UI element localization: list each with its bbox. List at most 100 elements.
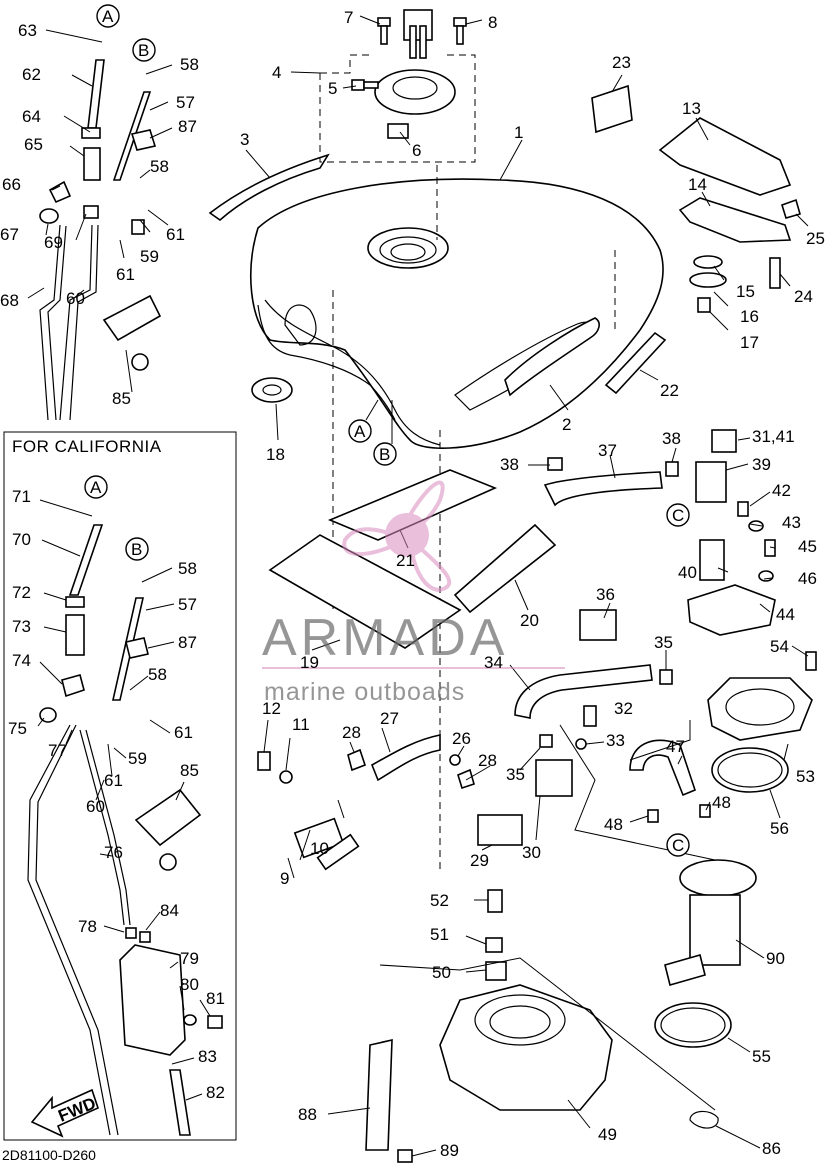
callout-50: 50	[432, 963, 451, 982]
mount-bolt	[697, 297, 711, 313]
callout-83: 83	[198, 1047, 217, 1066]
callout-33: 33	[606, 731, 625, 750]
fwd-label: FWD	[56, 1094, 99, 1126]
callout-52: 52	[430, 891, 449, 910]
callout-40: 40	[678, 563, 697, 582]
tank-strip	[604, 331, 667, 395]
callout-2: 2	[562, 415, 571, 434]
callout-58-inset-a: 58	[178, 559, 197, 578]
callout-23: 23	[612, 53, 631, 72]
watermark-subtitle: marine outboads	[264, 678, 465, 706]
flange-bolt	[805, 651, 817, 671]
callout-38b: 38	[662, 429, 681, 448]
mount-nut	[781, 198, 801, 219]
callout-61-inset-a: 61	[174, 723, 193, 742]
tank-tray	[365, 889, 613, 1163]
svg-text:A: A	[354, 422, 366, 441]
diagram-code: 2D81100-D260	[2, 1147, 96, 1163]
callout-88: 88	[298, 1105, 317, 1124]
california-vent-system	[27, 475, 223, 1136]
hose-clip-38a	[547, 457, 563, 471]
circle-ref-letters: A B A B A B C C	[90, 7, 684, 855]
callout-1: 1	[514, 123, 523, 142]
fuel-hose-34	[514, 664, 653, 719]
callout-87-inset: 87	[178, 633, 197, 652]
callout-70: 70	[12, 530, 31, 549]
callout-26: 26	[452, 729, 471, 748]
callout-72: 72	[12, 583, 31, 602]
callout-24: 24	[794, 287, 813, 306]
callout-28a: 28	[342, 723, 361, 742]
breather-hose-47	[629, 739, 696, 797]
ref-circle-b-tank	[373, 442, 397, 466]
callout-78: 78	[78, 917, 97, 936]
callout-58: 58	[180, 55, 199, 74]
ref-circle-a-inset	[84, 475, 108, 499]
callout-75: 75	[8, 719, 27, 738]
callout-69: 69	[44, 233, 63, 252]
cap-assembly-box	[319, 54, 476, 163]
callout-30: 30	[522, 843, 541, 862]
pump-module	[664, 859, 757, 986]
callout-7: 7	[344, 8, 353, 27]
flange-gasket-56	[711, 747, 789, 793]
callout-42: 42	[772, 481, 791, 500]
callout-32: 32	[614, 699, 633, 718]
tank-pad-side	[453, 523, 557, 614]
callout-89: 89	[440, 1141, 459, 1160]
callout-16: 16	[740, 307, 759, 326]
ref-circle-b-top	[132, 38, 156, 62]
callout-35b: 35	[506, 765, 525, 784]
callout-53: 53	[796, 767, 815, 786]
callout-55: 55	[752, 1047, 771, 1066]
california-inset-title: FOR CALIFORNIA	[12, 437, 162, 456]
callout-48a: 48	[604, 815, 623, 834]
callout-13: 13	[682, 99, 701, 118]
callout-29: 29	[470, 851, 489, 870]
watermark-title: ARMADA	[262, 609, 508, 667]
callout-82: 82	[206, 1083, 225, 1102]
gasket-55	[654, 1002, 732, 1048]
callout-6: 6	[412, 141, 421, 160]
svg-text:A: A	[102, 7, 114, 26]
ref-circle-a-top	[96, 4, 120, 28]
california-inset-frame	[3, 431, 237, 1141]
svg-text:C: C	[672, 836, 684, 855]
callout-73: 73	[12, 617, 31, 636]
callout-20: 20	[520, 611, 539, 630]
damper-washer	[689, 272, 727, 288]
callout-47: 47	[666, 737, 685, 756]
callout-5: 5	[328, 79, 337, 98]
callout-21: 21	[396, 551, 415, 570]
callout-22: 22	[660, 381, 679, 400]
callout-34: 34	[484, 653, 503, 672]
callout-61a: 61	[166, 225, 185, 244]
hose-clip-48a	[647, 809, 659, 823]
fuel-cap	[374, 9, 456, 139]
fuel-tank	[250, 178, 664, 449]
hose-clip-38b	[665, 461, 679, 477]
tank-bracket	[678, 197, 792, 243]
svg-text:C: C	[672, 506, 684, 525]
callout-9: 9	[280, 869, 289, 888]
callout-45: 45	[798, 537, 817, 556]
rubber-damper	[251, 377, 293, 403]
fuel-pump	[687, 429, 776, 636]
callout-25: 25	[806, 229, 825, 248]
callout-58b: 58	[150, 157, 169, 176]
callout-57-inset: 57	[178, 595, 197, 614]
callout-15: 15	[736, 282, 755, 301]
callout-27: 27	[380, 709, 399, 728]
callout-8: 8	[488, 13, 497, 32]
fuel-valve	[449, 705, 597, 846]
callout-46: 46	[798, 569, 817, 588]
callout-90: 90	[766, 949, 785, 968]
callout-17: 17	[740, 333, 759, 352]
callout-35a: 35	[654, 633, 673, 652]
mount-stud	[769, 257, 781, 289]
hose-clip-48b	[699, 804, 711, 818]
svg-text:A: A	[90, 478, 102, 497]
callout-31-41: 31,41	[752, 427, 795, 446]
tank-emblem	[208, 153, 330, 222]
